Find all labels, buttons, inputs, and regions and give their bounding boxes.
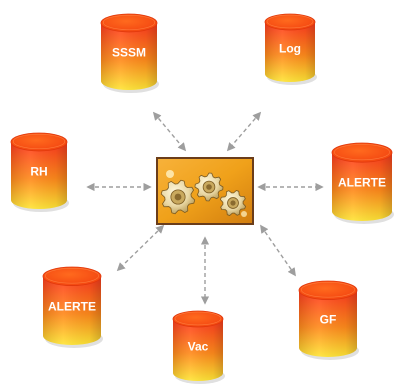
database-rh: RH: [10, 132, 69, 212]
database-label-vac: Vac: [188, 340, 209, 354]
database-label-sssm: SSSM: [112, 46, 146, 60]
connector-gf: [260, 224, 296, 277]
database-gf: GF: [298, 280, 359, 360]
database-label-alerte-right: ALERTE: [338, 176, 386, 190]
database-label-gf: GF: [320, 313, 337, 327]
database-label-log: Log: [279, 42, 301, 56]
database-alerte-right: ALERTE: [331, 142, 394, 224]
connectors: [86, 111, 324, 305]
database-log: Log: [264, 13, 317, 85]
database-label-alerte-left: ALERTE: [48, 300, 96, 314]
hub: [156, 157, 254, 225]
connector-sssm: [152, 111, 187, 152]
connector-alerte-left: [116, 224, 165, 272]
database-alerte-left: ALERTE: [42, 266, 103, 348]
database-vac: Vac: [172, 310, 225, 384]
gears-icon: [160, 170, 247, 217]
database-sssm: SSSM: [100, 13, 159, 93]
connector-log: [226, 111, 262, 152]
database-label-rh: RH: [30, 165, 47, 179]
